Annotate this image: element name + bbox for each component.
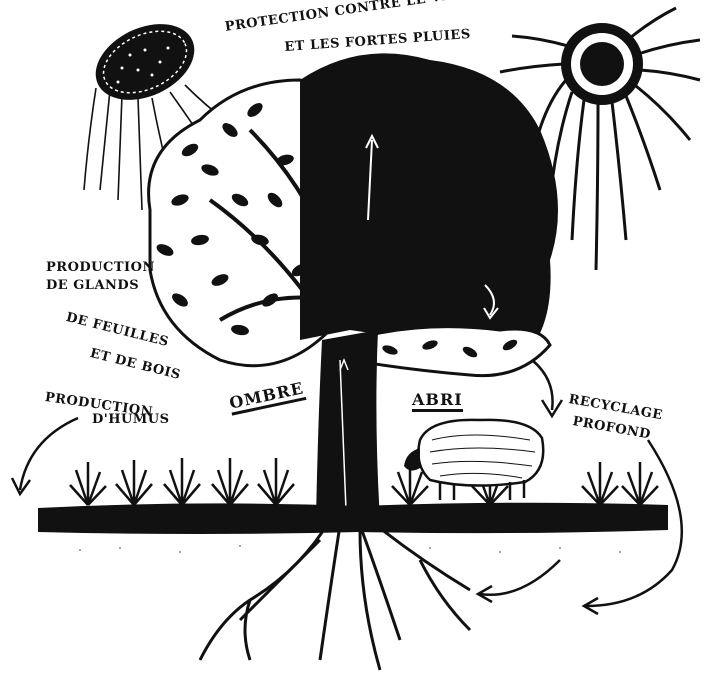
label-humus-line2: D'HUMUS: [92, 412, 170, 428]
roots-icon: [200, 520, 470, 670]
label-abri: ABRI: [412, 392, 463, 412]
label-glands-line1: PRODUCTION: [46, 260, 155, 276]
ground-icon: [38, 503, 668, 553]
label-glands-line2: DE GLANDS: [46, 278, 139, 294]
